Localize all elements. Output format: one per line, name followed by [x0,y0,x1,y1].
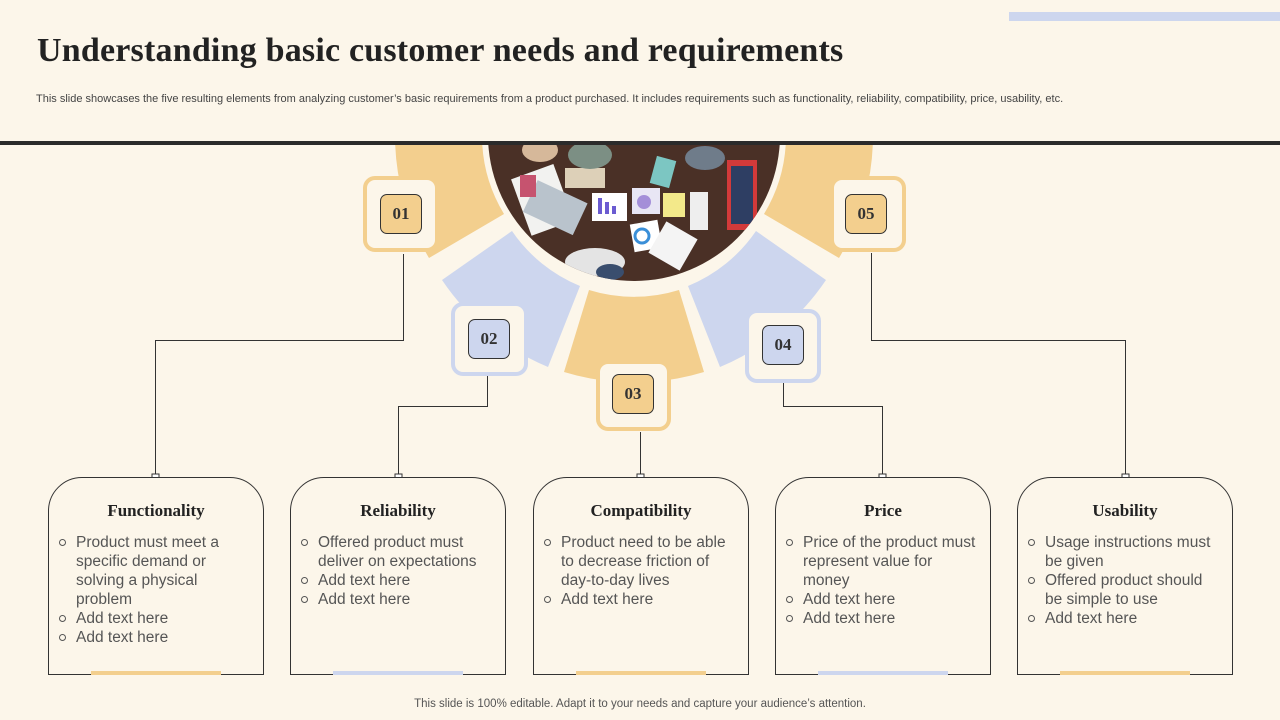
card-usability: Usability Usage instructions must be giv… [1017,477,1233,675]
card-title: Compatibility [590,501,692,520]
card-title: Price [864,501,902,520]
ring-segment-02 [442,231,580,367]
bullet-item: Add text here [544,590,738,609]
card-accent-bar [576,671,706,675]
top-accent-bar [1009,12,1280,21]
bullet-item: Add text here [59,609,253,628]
bullet-item: Add text here [1028,609,1222,628]
card-title: Reliability [360,501,436,520]
bullet-item: Usage instructions must be given [1028,533,1222,571]
bullet-item: Product must meet a specific demand or s… [59,533,253,609]
bullet-list: Price of the product must represent valu… [776,533,990,628]
bullet-list: Offered product must deliver on expectat… [291,533,505,609]
bullet-item: Price of the product must represent valu… [786,533,980,590]
ring-segment-04 [688,231,826,367]
team-meeting-photo [488,145,780,281]
bullet-item: Add text here [301,571,495,590]
bullet-item: Product need to be able to decrease fric… [544,533,738,590]
bullet-list: Product need to be able to decrease fric… [534,533,748,609]
bullet-list: Product must meet a specific demand or s… [49,533,263,647]
slide-subtitle: This slide showcases the five resulting … [36,93,1064,105]
card-accent-bar [91,671,221,675]
card-reliability: Reliability Offered product must deliver… [290,477,506,675]
card-functionality: Functionality Product must meet a specif… [48,477,264,675]
header-divider [0,141,1280,145]
card-accent-bar [333,671,463,675]
badge-01: 01 [380,194,422,234]
connector-01 [155,254,404,477]
badge-04: 04 [762,325,804,365]
bullet-item: Add text here [786,609,980,628]
bullet-item: Add text here [59,628,253,647]
slide-title: Understanding basic customer needs and r… [37,32,844,69]
connector-04 [783,382,883,477]
footer-note: This slide is 100% editable. Adapt it to… [414,698,866,710]
card-title: Functionality [107,501,205,520]
card-accent-bar [818,671,948,675]
card-title: Usability [1092,501,1158,520]
bullet-list: Usage instructions must be given Offered… [1018,533,1232,628]
card-compatibility: Compatibility Product need to be able to… [533,477,749,675]
ring-segment-03 [564,290,704,383]
connector-05 [871,253,1126,477]
badge-03: 03 [612,374,654,414]
card-price: Price Price of the product must represen… [775,477,991,675]
card-accent-bar [1060,671,1190,675]
bullet-item: Offered product must deliver on expectat… [301,533,495,571]
badge-05: 05 [845,194,887,234]
bullet-item: Add text here [301,590,495,609]
bullet-item: Offered product should be simple to use [1028,571,1222,609]
badge-02: 02 [468,319,510,359]
bullet-item: Add text here [786,590,980,609]
connector-02 [398,376,488,477]
